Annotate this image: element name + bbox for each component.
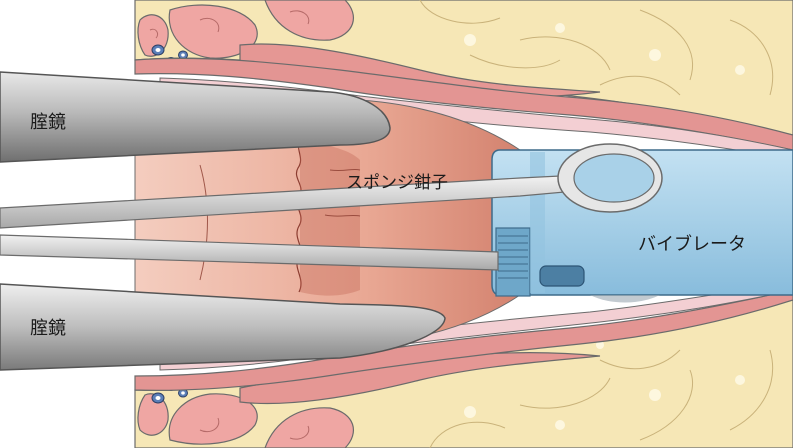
label-vibrator: バイブレータ (638, 233, 746, 255)
label-speculum-lower: 腟鏡 (30, 318, 66, 339)
label-sponge-forceps: スポンジ鉗子 (346, 173, 448, 193)
vibrator-button (540, 266, 584, 286)
label-speculum-upper: 腟鏡 (30, 112, 66, 133)
